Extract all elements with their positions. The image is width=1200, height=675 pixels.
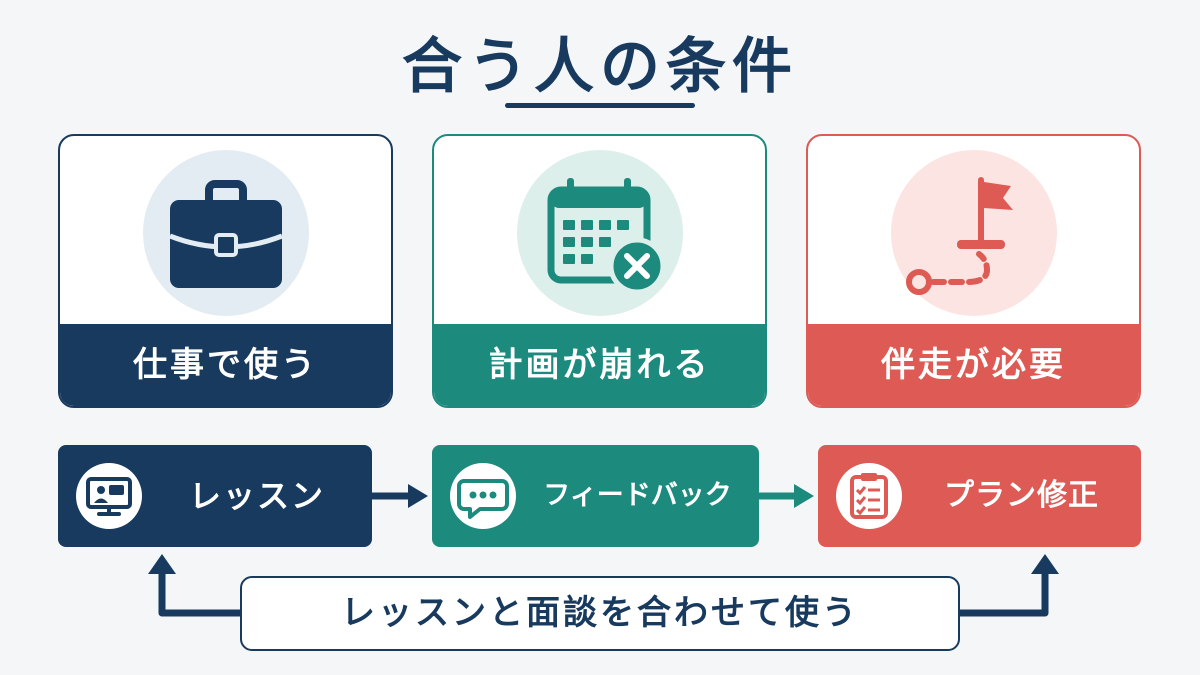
video-lesson-icon bbox=[76, 463, 142, 529]
arrow-right-icon bbox=[372, 484, 428, 508]
condition-card-plan: 計画が崩れる bbox=[432, 134, 767, 408]
step-label: フィードバック bbox=[543, 480, 732, 511]
card-label: 伴走が必要 bbox=[808, 324, 1139, 406]
bottom-note: レッスンと面談を合わせて使う bbox=[240, 576, 960, 651]
step-plan-revision: プラン修正 bbox=[818, 445, 1141, 547]
briefcase-icon bbox=[142, 150, 309, 316]
arrow-right-icon bbox=[759, 484, 814, 508]
title-underline bbox=[505, 103, 695, 108]
loop-arrow-left bbox=[148, 554, 240, 617]
loop-arrow-right bbox=[960, 554, 1059, 617]
card-label: 計画が崩れる bbox=[434, 324, 765, 406]
step-lesson: レッスン bbox=[58, 445, 372, 547]
page-title: 合う人の条件 bbox=[402, 32, 798, 102]
chat-bubble-icon bbox=[450, 463, 516, 529]
card-label: 仕事で使う bbox=[60, 324, 391, 406]
step-feedback: フィードバック bbox=[432, 445, 759, 547]
condition-card-support: 伴走が必要 bbox=[806, 134, 1141, 408]
clipboard-checklist-icon bbox=[836, 463, 902, 529]
step-label: プラン修正 bbox=[944, 478, 1099, 513]
calendar-x-icon bbox=[516, 150, 683, 316]
condition-card-work: 仕事で使う bbox=[58, 134, 393, 408]
flag-path-icon bbox=[890, 150, 1057, 316]
step-label: レッスン bbox=[188, 477, 325, 515]
